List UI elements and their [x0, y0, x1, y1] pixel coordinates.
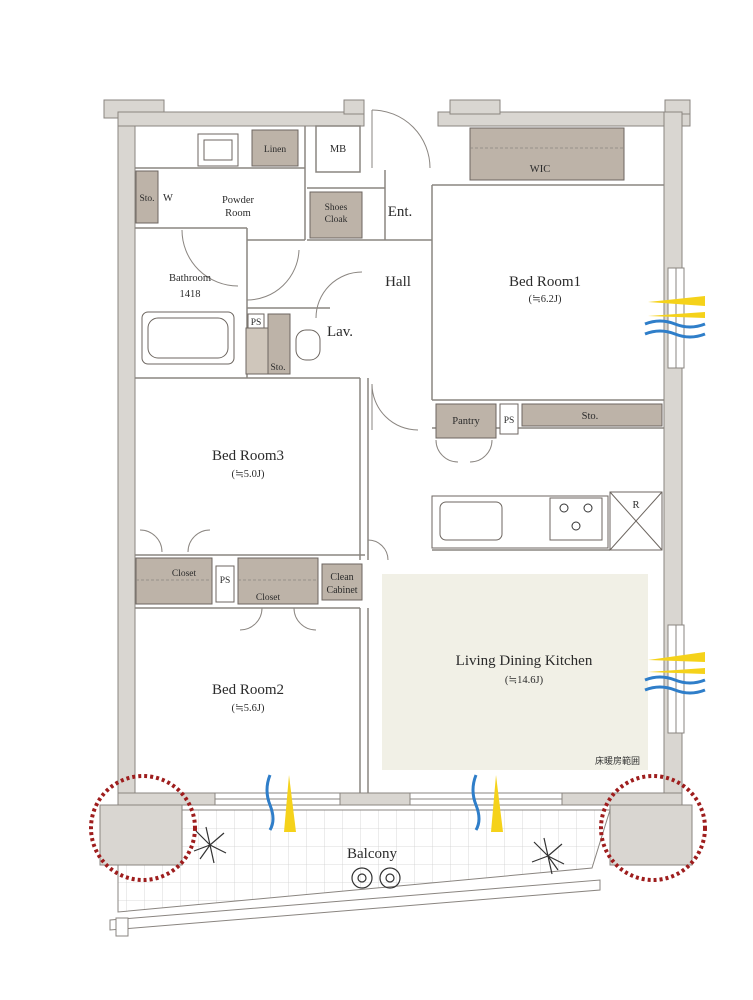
airflow-wind-icon: [265, 319, 706, 831]
label-pantry: Pantry: [452, 416, 480, 427]
label-ps-lav: PS: [251, 318, 262, 328]
room-labels: Bed Room1 (≒6.2J) Bed Room3 (≒5.0J) Bed …: [169, 195, 593, 862]
label-sto-powder: Sto.: [139, 194, 154, 204]
room-name-ldk: Living Dining Kitchen: [456, 653, 593, 669]
room-size-bathroom: 1418: [180, 289, 201, 300]
label-closet-bed3: Closet: [172, 569, 197, 579]
highlight-circle: [89, 774, 707, 882]
room-size-bed3: (≒5.0J): [231, 469, 265, 480]
label-shoes-cloak-2: Cloak: [325, 215, 348, 225]
room-name-bed3: Bed Room3: [212, 448, 284, 464]
room-name-powder-line2: Room: [225, 208, 251, 219]
storage-units: [135, 127, 663, 605]
label-clean-cabinet-1: Clean: [330, 572, 353, 583]
room-size-ldk: (≒14.6J): [505, 675, 544, 686]
label-ps-kitchen: PS: [504, 416, 515, 426]
room-name-bed1: Bed Room1: [509, 274, 581, 290]
label-shoes-cloak-1: Shoes: [325, 203, 348, 213]
room-size-bed2: (≒5.6J): [231, 703, 265, 714]
room-name-bed2: Bed Room2: [212, 682, 284, 698]
room-name-bathroom: Bathroom: [169, 273, 211, 284]
label-sto-kitchen: Sto.: [582, 411, 599, 422]
balcony: [109, 809, 611, 937]
label-ps-mid: PS: [220, 576, 231, 586]
floor-heating-note: 床暖房範囲: [595, 755, 640, 767]
label-wic: WIC: [530, 164, 550, 175]
room-name-hall: Hall: [385, 274, 411, 290]
label-mb: MB: [330, 144, 346, 155]
label-sto-lav: Sto.: [270, 363, 285, 373]
storage-details: [136, 147, 624, 581]
label-fridge: R: [632, 500, 639, 511]
room-name-balcony: Balcony: [347, 846, 397, 862]
doors: [139, 109, 493, 631]
stove-burners: [559, 503, 593, 531]
interior-walls: [135, 125, 664, 793]
fixtures: [141, 133, 663, 603]
room-name-ent: Ent.: [388, 204, 413, 220]
floor-heating-area: [382, 574, 648, 770]
room-name-powder-line1: Powder: [222, 195, 255, 206]
label-closet-bed2: Closet: [256, 593, 281, 603]
windows: [214, 267, 685, 806]
plant-icon: [193, 826, 565, 889]
storage-labels: MB Linen Sto. W Shoes Cloak WIC PS Sto. …: [139, 144, 639, 603]
label-linen: Linen: [264, 145, 286, 155]
sunlight-icon: [284, 296, 705, 832]
label-clean-cabinet-2: Cabinet: [326, 585, 357, 596]
label-washer-w: W: [163, 193, 173, 204]
room-name-lav: Lav.: [327, 324, 353, 340]
room-size-bed1: (≒6.2J): [528, 294, 562, 305]
